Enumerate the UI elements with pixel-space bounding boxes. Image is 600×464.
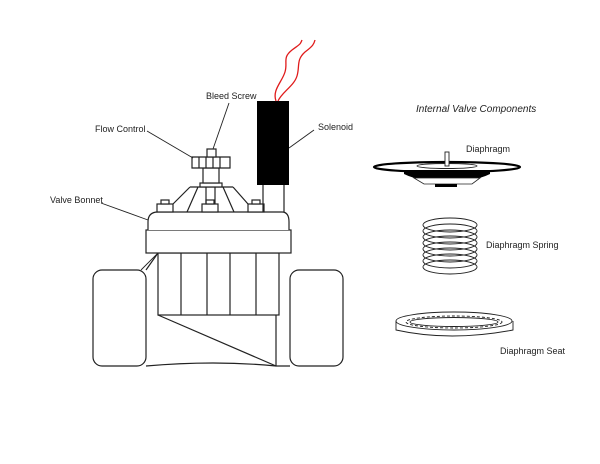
body-diagonal (157, 314, 277, 367)
bleed-screw (206, 148, 217, 158)
label-diaphragm: Diaphragm (466, 144, 511, 154)
wire-2 (277, 39, 316, 102)
inlet-pipe-end (92, 269, 147, 367)
solenoid (257, 101, 289, 185)
label-bleed-screw: Bleed Screw (206, 91, 257, 101)
outlet-pipe-end (289, 269, 344, 367)
label-valve-bonnet: Valve Bonnet (50, 195, 103, 205)
wire-1 (274, 39, 303, 102)
label-flow-control: Flow Control (95, 124, 146, 134)
valve-bonnet (147, 211, 290, 230)
diaphragm-seat-illustration (395, 311, 514, 337)
label-diaphragm-spring: Diaphragm Spring (486, 240, 559, 250)
bonnet-band (145, 229, 292, 254)
label-diaphragm-seat: Diaphragm Seat (500, 346, 566, 356)
label-solenoid: Solenoid (318, 122, 354, 132)
body-ribs (157, 252, 280, 316)
components-title: Internal Valve Components (416, 104, 537, 115)
flow-control-stem (202, 167, 220, 184)
flow-control-knob (191, 156, 231, 169)
diaphragm-spring-illustration (422, 217, 478, 275)
diaphragm-illustration (372, 151, 522, 187)
